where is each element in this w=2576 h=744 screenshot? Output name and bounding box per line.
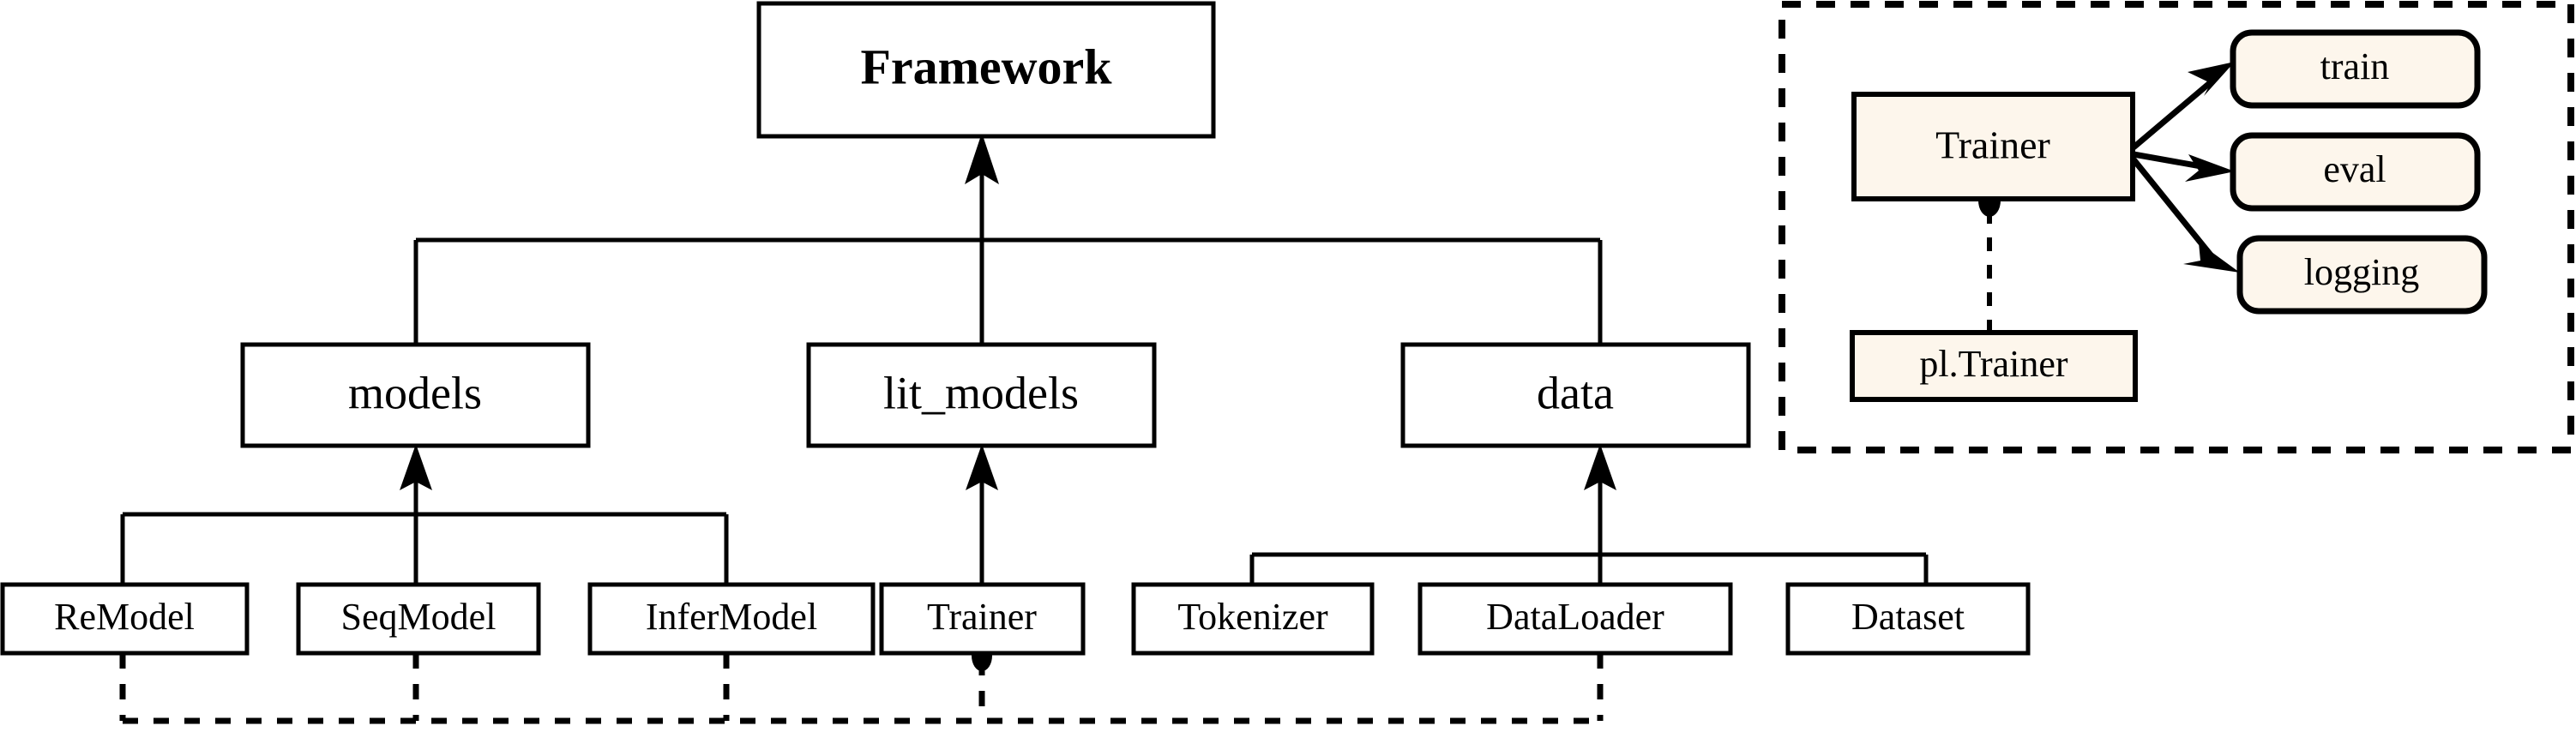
inset-train-label: train — [2320, 45, 2390, 87]
infermodel-box[interactable] — [587, 582, 876, 656]
edge-trainer-to-train — [2131, 75, 2219, 150]
tokenizer-box[interactable] — [1131, 582, 1375, 656]
inset-logging-box[interactable] — [2236, 235, 2488, 315]
inset-edges — [1978, 62, 2240, 333]
tokenizer-label: Tokenizer — [1177, 596, 1328, 638]
dataloader-box[interactable] — [1417, 582, 1733, 656]
inset-node-train[interactable]: train — [2230, 29, 2481, 109]
inset-trainer-box[interactable] — [1851, 92, 2135, 201]
seqmodel-label: SeqModel — [341, 596, 497, 638]
main-tree-edges — [120, 133, 1929, 585]
arrowhead-models — [400, 444, 432, 490]
node-framework[interactable]: Framework — [756, 1, 1216, 139]
arrowhead-train — [2188, 62, 2235, 96]
framework-box[interactable] — [756, 1, 1216, 139]
inset-pl-trainer-box[interactable] — [1850, 330, 2138, 402]
dataset-label: Dataset — [1851, 596, 1965, 638]
inset-eval-label: eval — [2323, 148, 2386, 190]
node-models[interactable]: models — [240, 342, 591, 448]
arrowhead-framework — [965, 133, 999, 184]
edge-trainer-to-logging — [2131, 157, 2215, 260]
inset-trainer-label: Trainer — [1935, 123, 2050, 167]
dataloader-label: DataLoader — [1486, 596, 1664, 638]
node-trainer[interactable]: Trainer — [879, 582, 1086, 656]
node-data[interactable]: data — [1400, 342, 1751, 448]
node-infermodel[interactable]: InferModel — [587, 582, 876, 656]
node-tokenizer[interactable]: Tokenizer — [1131, 582, 1375, 656]
inset-train-box[interactable] — [2230, 29, 2481, 109]
inset-panel-border — [1779, 1, 2574, 453]
models-box[interactable] — [240, 342, 591, 448]
dataset-box[interactable] — [1785, 582, 2031, 656]
node-dataloader[interactable]: DataLoader — [1417, 582, 1733, 656]
inset-logging-label: logging — [2304, 251, 2419, 293]
inset-eval-box[interactable] — [2230, 132, 2481, 212]
remodel-box[interactable] — [0, 582, 250, 656]
inset-node-logging[interactable]: logging — [2236, 235, 2488, 315]
arrowhead-lit-models — [966, 444, 998, 490]
trainer-box[interactable] — [879, 582, 1086, 656]
models-label: models — [348, 367, 482, 418]
inset-node-eval[interactable]: eval — [2230, 132, 2481, 212]
inset-pl-trainer-label: pl.Trainer — [1919, 343, 2067, 385]
remodel-label: ReModel — [54, 596, 195, 638]
inset-panel: Trainer train eval logging pl.Trainer — [1779, 1, 2574, 453]
arrowhead-eval — [2185, 154, 2235, 182]
inset-node-pl-trainer[interactable]: pl.Trainer — [1850, 330, 2138, 402]
lit-models-label: lit_models — [883, 367, 1079, 418]
seqmodel-box[interactable] — [296, 582, 541, 656]
arrowhead-logging — [2183, 243, 2240, 273]
data-label: data — [1537, 367, 1614, 418]
node-seqmodel[interactable]: SeqModel — [296, 582, 541, 656]
arrowhead-data — [1584, 444, 1616, 490]
node-dataset[interactable]: Dataset — [1785, 582, 2031, 656]
dashed-dependency-links — [119, 640, 1604, 724]
node-remodel[interactable]: ReModel — [0, 582, 250, 656]
framework-label: Framework — [860, 39, 1112, 94]
infermodel-label: InferModel — [646, 596, 817, 638]
inset-node-trainer[interactable]: Trainer — [1851, 92, 2135, 201]
lit-models-box[interactable] — [806, 342, 1157, 448]
node-lit-models[interactable]: lit_models — [806, 342, 1157, 448]
trainer-label: Trainer — [927, 596, 1037, 638]
data-box[interactable] — [1400, 342, 1751, 448]
